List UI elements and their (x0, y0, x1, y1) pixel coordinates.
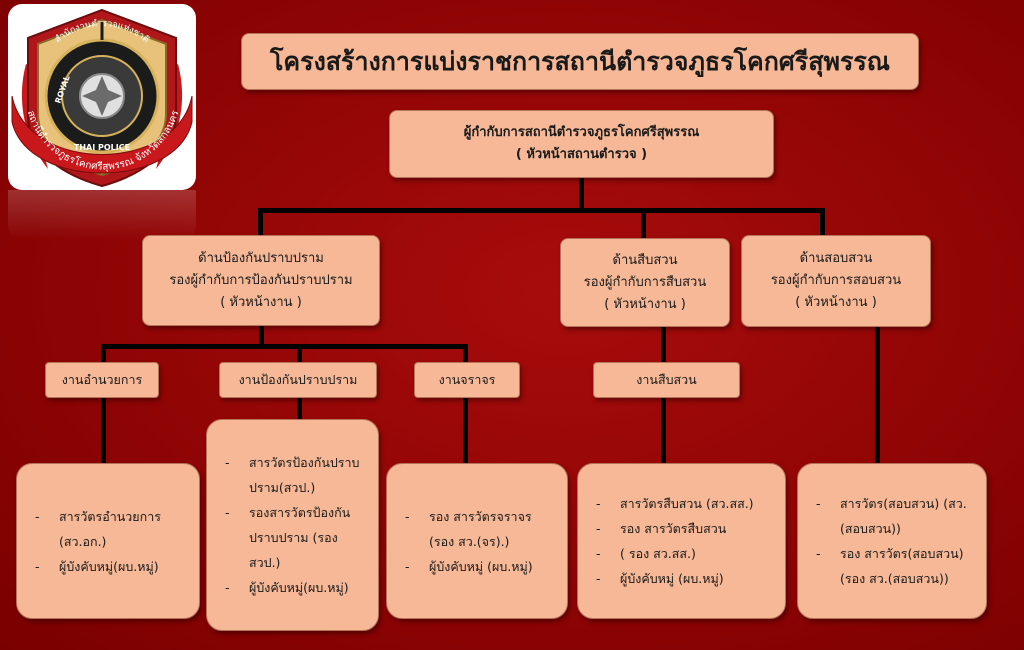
connector-line (101, 397, 106, 464)
branch-prevention-line1: ด้านป้องกันปราบปราม (198, 250, 324, 266)
section-admin: งานอำนวยการ (45, 362, 159, 398)
list-item: รอง สารวัตรสืบสวน (592, 516, 754, 541)
branch-investigation-line1: ด้านสืบสวน (612, 252, 678, 268)
connector-line (579, 177, 584, 212)
section-investigation: งานสืบสวน (593, 362, 740, 398)
branch-prevention-line2: รองผู้กำกับการป้องกันปราบปราม (169, 272, 353, 288)
list-item: ผู้บังคับหมู่(ผบ.หมู่) (221, 575, 366, 600)
connector-line (258, 208, 825, 213)
list-item: ( รอง สว.สส.) (592, 541, 754, 566)
leaf-traffic: รอง สารวัตรจราจร (รอง สว.(จร).) ผู้บังคั… (386, 463, 568, 619)
branch-investigation-line3: ( หัวหน้างาน ) (604, 296, 686, 312)
leaf-investigation-list: สารวัตรสืบสวน (สว.สส.) รอง สารวัตรสืบสวน… (592, 491, 754, 591)
police-logo: สำนักงานตำรวจแห่งชาติ ROYAL THAI POLICE … (8, 4, 196, 190)
list-item: ผู้บังคับหมู่(ผบ.หมู่) (31, 554, 187, 579)
connector-line (661, 397, 666, 464)
connector-line (463, 397, 468, 464)
section-prevention: งานป้องกันปราบปราม (219, 362, 377, 398)
branch-inquiry-line2: รองผู้กำกับการสอบสวน (770, 273, 902, 288)
police-emblem-icon: สำนักงานตำรวจแห่งชาติ ROYAL THAI POLICE … (11, 8, 193, 188)
branch-inquiry-line3: ( หัวหน้างาน ) (795, 295, 877, 310)
leaf-traffic-list: รอง สารวัตรจราจร (รอง สว.(จร).) ผู้บังคั… (401, 504, 555, 579)
connector-line (463, 344, 468, 364)
logo-band-right-text: THAI POLICE (74, 143, 130, 152)
branch-inquiry: ด้านสอบสวน รองผู้กำกับการสอบสวน ( หัวหน้… (741, 235, 931, 327)
connector-line (820, 208, 825, 238)
leaf-prevention-list: สารวัตรป้องกันปราบปราม(สวป.) รองสารวัตรป… (221, 450, 366, 600)
root-subtitle: ( หัวหน้าสถานตำรวจ ) (515, 147, 648, 162)
connector-line (297, 344, 302, 364)
section-prevention-label: งานป้องกันปราบปราม (238, 372, 358, 387)
branch-investigation: ด้านสืบสวน รองผู้กำกับการสืบสวน ( หัวหน้… (560, 238, 730, 327)
list-item: รองสารวัตรป้องกันปราบปราม (รอง สวป.) (221, 500, 366, 575)
branch-prevention: ด้านป้องกันปราบปราม รองผู้กำกับการป้องกั… (142, 235, 380, 326)
list-item: สารวัตร(สอบสวน) (สว.(สอบสวน)) (812, 491, 974, 541)
branch-prevention-line3: ( หัวหน้างาน ) (220, 294, 302, 310)
section-traffic-label: งานจราจร (438, 372, 496, 387)
leaf-inquiry-list: สารวัตร(สอบสวน) (สว.(สอบสวน)) รอง สารวัต… (812, 491, 974, 591)
list-item: สารวัตรสืบสวน (สว.สส.) (592, 491, 754, 516)
connector-line (641, 208, 646, 238)
connector-line (258, 208, 263, 238)
leaf-inquiry: สารวัตร(สอบสวน) (สว.(สอบสวน)) รอง สารวัต… (797, 463, 987, 619)
connector-line (297, 397, 302, 420)
logo-reflection (8, 190, 196, 240)
connector-line (875, 325, 880, 465)
section-admin-label: งานอำนวยการ (61, 372, 143, 387)
list-item: ผู้บังคับหมู่ (ผบ.หมู่) (592, 566, 754, 591)
list-item: สารวัตรป้องกันปราบปราม(สวป.) (221, 450, 366, 500)
leaf-investigation: สารวัตรสืบสวน (สว.สส.) รอง สารวัตรสืบสวน… (577, 463, 786, 619)
root-title: ผู้กำกับการสถานีตำรวจภูธรโคกศรีสุพรรณ (463, 125, 700, 140)
leaf-prevention: สารวัตรป้องกันปราบปราม(สวป.) รองสารวัตรป… (206, 419, 379, 631)
connector-line (661, 325, 666, 362)
section-traffic: งานจราจร (414, 362, 520, 398)
connector-line (259, 325, 264, 347)
leaf-admin-list: สารวัตรอำนวยการ (สว.อก.) ผู้บังคับหมู่(ผ… (31, 504, 187, 579)
leaf-admin: สารวัตรอำนวยการ (สว.อก.) ผู้บังคับหมู่(ผ… (16, 463, 200, 619)
connector-line (101, 344, 467, 349)
page-title-text: โครงสร้างการแบ่งราชการสถานีตำรวจภูธรโคกศ… (270, 46, 890, 76)
list-item: รอง สารวัตร(สอบสวน) (รอง สว.(สอบสวน)) (812, 541, 974, 591)
branch-inquiry-line1: ด้านสอบสวน (799, 251, 873, 266)
list-item: สารวัตรอำนวยการ (สว.อก.) (31, 504, 187, 554)
connector-line (101, 344, 106, 364)
section-investigation-label: งานสืบสวน (636, 372, 697, 387)
branch-investigation-line2: รองผู้กำกับการสืบสวน (583, 274, 707, 290)
root-node: ผู้กำกับการสถานีตำรวจภูธรโคกศรีสุพรรณ ( … (389, 110, 774, 178)
page-title: โครงสร้างการแบ่งราชการสถานีตำรวจภูธรโคกศ… (241, 33, 919, 90)
list-item: รอง สารวัตรจราจร (รอง สว.(จร).) (401, 504, 555, 554)
list-item: ผู้บังคับหมู่ (ผบ.หมู่) (401, 554, 555, 579)
